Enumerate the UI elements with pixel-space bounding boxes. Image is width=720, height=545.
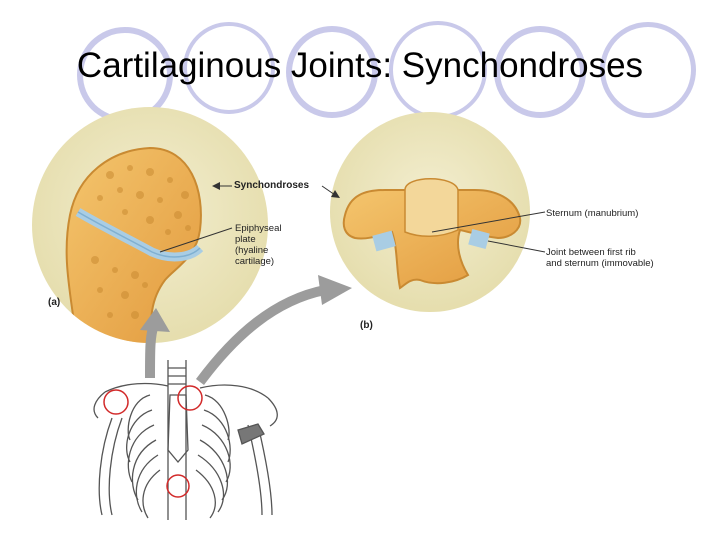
highlight-circles xyxy=(103,385,203,498)
label-epiphyseal-line: cartilage) xyxy=(235,256,274,267)
label-joint-line: and sternum (immovable) xyxy=(546,258,654,269)
skeleton-thorax xyxy=(93,360,278,520)
callout-synchondroses: Synchondroses xyxy=(234,180,309,191)
inset-epiphyseal-plate xyxy=(32,107,268,343)
inset-sternum-first-rib xyxy=(321,112,546,312)
label-joint-line: Joint between first rib xyxy=(546,247,636,258)
slide-title: Cartilaginous Joints: Synchondroses xyxy=(76,46,644,85)
decorative-circles xyxy=(77,21,696,123)
pointer-arrows xyxy=(140,275,352,385)
label-epiphyseal-line: (hyaline xyxy=(235,245,268,256)
label-epiphyseal-line: Epiphyseal xyxy=(235,223,281,234)
spongy-bone-texture xyxy=(91,165,191,319)
label-epiphyseal-line: plate xyxy=(235,234,256,245)
panel-label-b: (b) xyxy=(360,320,373,331)
label-sternum: Sternum (manubrium) xyxy=(546,208,638,219)
panel-label-a: (a) xyxy=(48,297,60,308)
